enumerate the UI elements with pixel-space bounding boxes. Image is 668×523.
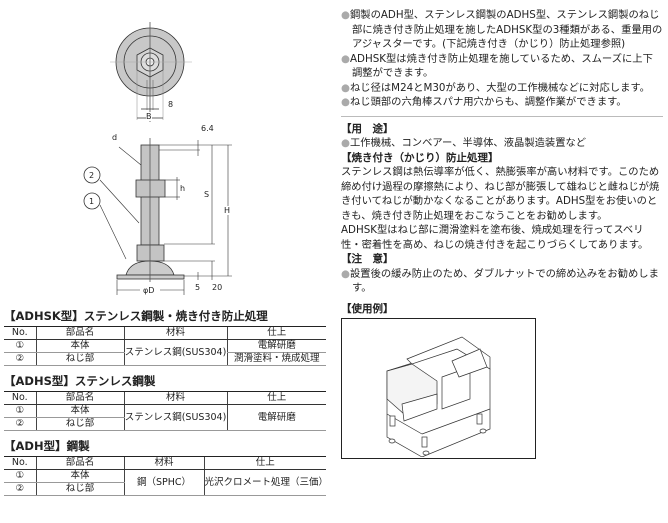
col-no: No. bbox=[4, 456, 36, 470]
col-part: 部品名 bbox=[35, 326, 124, 340]
feature-item: ●鋼製のADH型、ステンレス鋼製のADHS型、ステンレス鋼製のねじ部に焼き付き防… bbox=[341, 8, 663, 52]
feature-text: ADHSK型は焼き付き防止処理を施しているため、スムーズに上下調整ができます。 bbox=[350, 52, 653, 80]
feature-text: ねじ径はM24とM30があり、大型の工作機械などに対応します。 bbox=[350, 81, 650, 94]
cell: 鋼（SPHC） bbox=[123, 469, 204, 496]
bullet-icon: ● bbox=[341, 267, 350, 280]
cell: 本体 bbox=[35, 469, 124, 483]
col-part: 部品名 bbox=[35, 391, 124, 405]
col-material: 材料 bbox=[123, 391, 227, 405]
col-finish: 仕上 bbox=[203, 456, 326, 470]
cell: ① bbox=[4, 404, 36, 418]
usage-example-figure bbox=[341, 317, 536, 459]
label-phiD: φD bbox=[143, 286, 155, 295]
usage-text: 工作機械、コンベアー、半導体、液晶製造装置など bbox=[350, 137, 587, 149]
col-part: 部品名 bbox=[35, 456, 124, 470]
machine-illustration bbox=[386, 336, 491, 457]
bullet-icon: ● bbox=[341, 9, 350, 21]
cell: ② bbox=[4, 482, 36, 496]
col-finish: 仕上 bbox=[226, 326, 326, 340]
feature-item: ●ねじ径はM24とM30があり、大型の工作機械などに対応します。 bbox=[341, 81, 663, 96]
col-finish: 仕上 bbox=[226, 391, 326, 405]
bullet-icon: ● bbox=[341, 137, 350, 149]
label-6-4: 6.4 bbox=[201, 124, 214, 133]
description-column: ●鋼製のADH型、ステンレス鋼製のADHS型、ステンレス鋼製のねじ部に焼き付き防… bbox=[341, 8, 663, 459]
caution-heading: 【注 意】 bbox=[341, 253, 394, 265]
bullet-icon: ● bbox=[341, 52, 350, 65]
callout-2: 2 bbox=[89, 171, 95, 180]
anti-seize-paragraph: ステンレス鋼は熱伝導率が低く、熱膨張率が高い材料です。このため締め付け過程の摩擦… bbox=[341, 166, 660, 222]
cell: ① bbox=[4, 339, 36, 353]
cell: 電解研磨 bbox=[226, 404, 326, 431]
feature-text: 鋼製のADH型、ステンレス鋼製のADHS型、ステンレス鋼製のねじ部に焼き付き防止… bbox=[350, 9, 663, 50]
example-heading: 【使用例】 bbox=[341, 302, 394, 315]
cell: ステンレス鋼(SUS304) bbox=[123, 339, 227, 366]
feature-item: ●ねじ頭部の六角棒スパナ用穴からも、調整作業ができます。 bbox=[341, 95, 663, 110]
bullet-icon: ● bbox=[341, 96, 350, 108]
anti-seize-heading: 【焼き付き（かじり）防止処理】 bbox=[341, 151, 499, 164]
feature-text: ねじ頭部の六角棒スパナ用穴からも、調整作業ができます。 bbox=[350, 96, 627, 108]
anti-seize-paragraph: ADHSK型はねじ部に潤滑塗料を塗布後、焼成処理を行ってスベリ性・密着性を高め、… bbox=[341, 224, 649, 251]
col-material: 材料 bbox=[123, 326, 227, 340]
col-material: 材料 bbox=[123, 456, 204, 470]
label-h: h bbox=[180, 184, 186, 193]
adhs-title: 【ADHS型】ステンレス鋼製 bbox=[4, 374, 156, 388]
label-20: 20 bbox=[212, 283, 223, 292]
col-no: No. bbox=[4, 326, 36, 340]
caution-item: ●設置後の緩み防止のため、ダブルナットでの締め込みをお勧めします。 bbox=[341, 267, 663, 296]
label-d: d bbox=[112, 133, 118, 142]
label-5: 5 bbox=[195, 283, 201, 292]
col-no: No. bbox=[4, 391, 36, 405]
label-8: 8 bbox=[168, 100, 174, 109]
usage-item: ●工作機械、コンベアー、半導体、液晶製造装置など bbox=[341, 136, 663, 151]
cell: 本体 bbox=[35, 404, 124, 418]
label-H: H bbox=[224, 206, 231, 215]
cell: ② bbox=[4, 352, 36, 366]
adjuster-technical-drawing bbox=[83, 22, 232, 295]
adh-title: 【ADH型】鋼製 bbox=[4, 439, 90, 453]
label-B: B bbox=[146, 112, 152, 121]
usage-heading: 【用 途】 bbox=[341, 122, 394, 135]
callout-1: 1 bbox=[89, 197, 95, 206]
cell: 本体 bbox=[35, 339, 124, 353]
cell: ねじ部 bbox=[35, 417, 124, 431]
divider bbox=[341, 115, 663, 117]
cell: ② bbox=[4, 417, 36, 431]
caution-text: 設置後の緩み防止のため、ダブルナットでの締め込みをお勧めします。 bbox=[350, 267, 659, 295]
cell: 電解研磨 bbox=[226, 339, 326, 353]
cell: ねじ部 bbox=[35, 482, 124, 496]
cell: ねじ部 bbox=[35, 352, 124, 366]
cell: ① bbox=[4, 469, 36, 483]
cell: 光沢クロメート処理（三価） bbox=[203, 469, 328, 496]
adhsk-title: 【ADHSK型】ステンレス鋼製・焼き付き防止処理 bbox=[4, 309, 268, 323]
cell: 潤滑塗料・焼成処理 bbox=[226, 352, 326, 366]
bullet-icon: ● bbox=[341, 81, 350, 94]
feature-item: ●ADHSK型は焼き付き防止処理を施しているため、スムーズに上下調整ができます。 bbox=[341, 52, 663, 81]
label-S: S bbox=[204, 190, 210, 199]
cell: ステンレス鋼(SUS304) bbox=[123, 404, 227, 431]
